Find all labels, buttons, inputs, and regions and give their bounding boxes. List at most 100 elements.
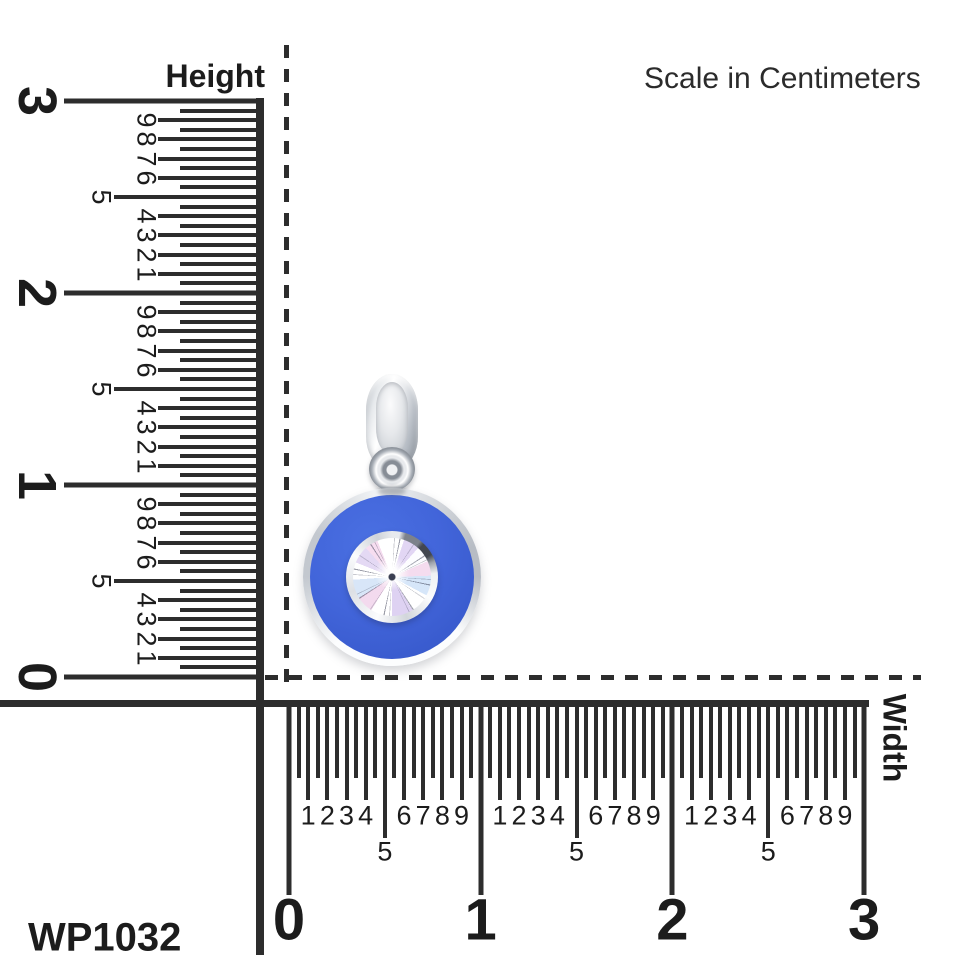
width-ruler-tick-label: 3 — [722, 800, 738, 831]
width-ruler-tick — [344, 700, 349, 800]
width-ruler-tick-label: 6 — [779, 800, 795, 831]
width-ruler-tick — [584, 700, 589, 778]
width-ruler-tick — [593, 700, 598, 800]
width-ruler-tick — [555, 700, 560, 800]
height-ruler-tick — [158, 252, 264, 257]
width-ruler-tick — [708, 700, 713, 800]
height-ruler-tick — [158, 156, 264, 161]
width-ruler-tick — [785, 700, 790, 800]
height-ruler-tick-label: 6 — [131, 170, 162, 186]
height-ruler-tick — [180, 223, 264, 228]
width-ruler-tick — [507, 700, 512, 778]
width-ruler-tick — [497, 700, 502, 800]
height-ruler-tick — [158, 463, 264, 468]
height-ruler-tick-label: 4 — [131, 208, 162, 224]
height-ruler-tick-label: 9 — [131, 496, 162, 512]
width-ruler-tick — [545, 700, 550, 778]
height-ruler-tick-label: 8 — [131, 515, 162, 531]
width-ruler-tick — [727, 700, 732, 800]
height-ruler-number: 2 — [7, 277, 67, 309]
width-ruler-tick — [402, 700, 407, 800]
height-ruler-tick — [158, 233, 264, 238]
width-ruler-tick — [296, 700, 301, 778]
height-ruler-tick — [180, 185, 264, 190]
width-ruler-tick — [622, 700, 627, 778]
width-ruler-tick-label: 9 — [645, 800, 661, 831]
width-ruler-tick — [382, 700, 387, 838]
width-ruler-number: 2 — [656, 887, 689, 953]
pendant-bail-recess — [376, 382, 408, 452]
width-ruler-tick-label: 9 — [837, 800, 853, 831]
height-ruler-tick — [180, 108, 264, 113]
scale-note: Scale in Centimeters — [644, 62, 921, 95]
height-ruler-tick-label: 2 — [131, 247, 162, 263]
horizontal-dashed-guide — [265, 675, 921, 680]
width-ruler-tick — [804, 700, 809, 800]
width-ruler-tick — [334, 700, 339, 778]
height-ruler-tick — [180, 127, 264, 132]
height-ruler-tick — [180, 204, 264, 209]
width-ruler-tick-label: 2 — [511, 800, 527, 831]
height-ruler-tick-label: 3 — [131, 419, 162, 435]
height-ruler-tick-label: 3 — [131, 611, 162, 627]
height-ruler-tick — [158, 367, 264, 372]
width-ruler-tick-label: 5 — [569, 836, 585, 867]
width-ruler-tick-label: 3 — [338, 800, 355, 831]
width-ruler-tick — [842, 700, 847, 800]
height-ruler-tick — [158, 406, 264, 411]
width-ruler-tick — [517, 700, 522, 800]
height-ruler-tick-label: 7 — [131, 535, 162, 551]
width-ruler-tick-label: 1 — [300, 800, 316, 831]
width-ruler-tick — [488, 700, 493, 778]
height-ruler-tick-label: 5 — [86, 573, 117, 589]
width-ruler-tick — [421, 700, 426, 800]
width-ruler-tick — [315, 700, 320, 778]
width-ruler-title: Width — [876, 693, 913, 783]
height-ruler-tick — [180, 339, 264, 343]
height-ruler-tick-label: 6 — [131, 362, 162, 378]
height-ruler-tick — [180, 454, 264, 459]
width-ruler-tick — [737, 700, 742, 778]
product-code: WP1032 — [28, 915, 182, 960]
width-ruler-tick — [833, 700, 838, 778]
pendant-diamond — [353, 538, 431, 616]
width-ruler-tick — [679, 700, 684, 778]
height-ruler-tick-label: 4 — [131, 400, 162, 416]
width-ruler-tick — [286, 700, 292, 895]
width-ruler-tick-label: 6 — [396, 800, 412, 831]
height-ruler-tick — [180, 511, 264, 516]
width-ruler-tick — [756, 700, 761, 778]
height-ruler-number: 0 — [7, 661, 67, 693]
height-ruler-tick — [180, 243, 264, 247]
pendant-bail — [366, 374, 418, 466]
height-ruler-tick-label: 7 — [131, 151, 162, 167]
height-ruler-tick — [180, 300, 264, 305]
width-ruler-tick — [392, 700, 397, 778]
width-ruler-tick — [354, 700, 359, 778]
width-ruler-tick-label: 7 — [799, 800, 815, 831]
width-ruler-tick — [718, 700, 723, 778]
pendant-disc — [303, 488, 481, 666]
height-ruler-baseline — [256, 98, 264, 955]
height-ruler-tick — [64, 290, 264, 296]
height-ruler-tick — [158, 636, 264, 641]
height-ruler-tick — [158, 540, 264, 545]
width-ruler-tick — [861, 700, 867, 895]
height-ruler-tick-label: 9 — [131, 304, 162, 320]
width-ruler-tick — [632, 700, 637, 800]
width-ruler-tick — [747, 700, 752, 800]
width-ruler-tick — [814, 700, 819, 778]
height-ruler-tick — [180, 569, 264, 574]
width-ruler-tick — [766, 700, 771, 838]
height-ruler-tick — [180, 665, 264, 670]
width-ruler-tick-label: 1 — [684, 800, 700, 831]
height-ruler-tick — [64, 98, 264, 104]
height-ruler-tick-label: 1 — [131, 458, 162, 474]
height-ruler-number: 1 — [7, 469, 67, 501]
width-ruler-tick-label: 8 — [626, 800, 642, 831]
height-ruler-tick — [158, 502, 264, 507]
height-ruler-tick — [180, 281, 264, 286]
width-ruler-tick-label: 7 — [415, 800, 431, 831]
width-ruler-tick — [660, 700, 665, 778]
